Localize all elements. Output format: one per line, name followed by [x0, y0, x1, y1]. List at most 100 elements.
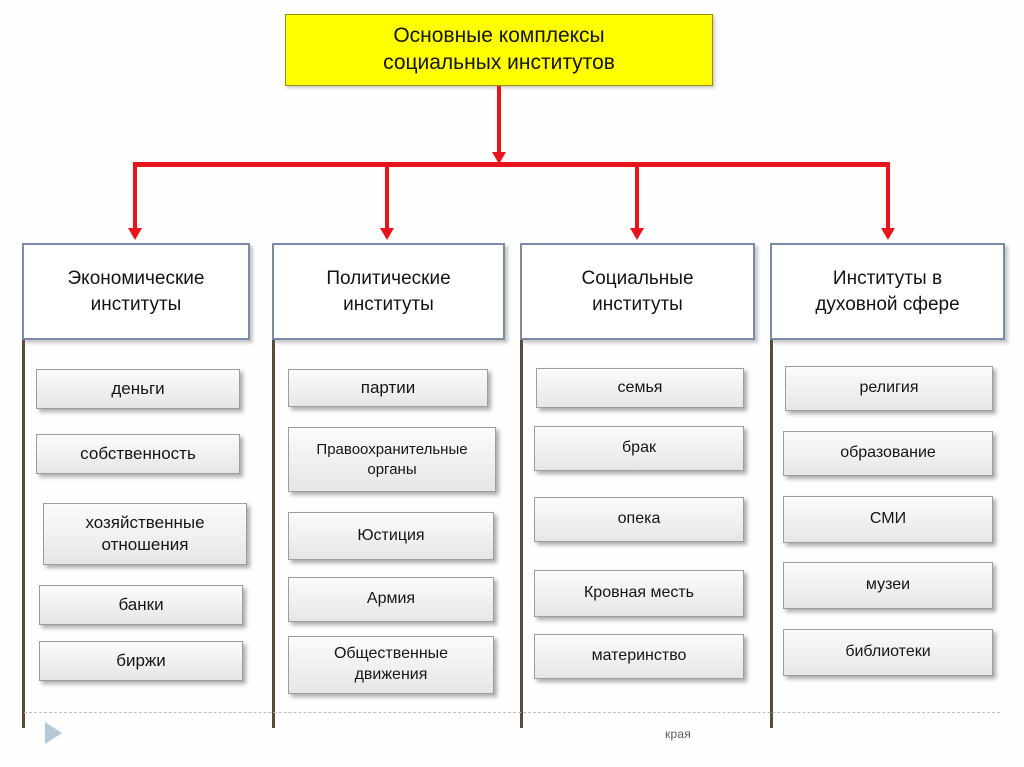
footer-divider	[24, 712, 1000, 713]
item-chip-line-1: СМИ	[869, 510, 907, 528]
column-spine-economic	[22, 340, 25, 728]
item-chip-text: СМИ	[870, 509, 906, 530]
item-chip-line-1: собственность	[80, 443, 196, 463]
item-chip-line-1: брак	[622, 439, 656, 457]
item-chip-text: образование	[840, 443, 936, 464]
item-chip[interactable]: биржи	[39, 641, 243, 681]
connector-branch-arrowhead-2	[380, 228, 394, 240]
item-chip-text: партии	[361, 377, 416, 399]
item-chip-text: Кровная месть	[584, 583, 694, 604]
play-triangle-icon[interactable]	[45, 722, 62, 744]
item-chip-line-1: хозяйственные	[85, 512, 205, 532]
item-chip-text: материнство	[592, 646, 687, 667]
item-chip[interactable]: Армия	[288, 577, 494, 622]
diagram-title-box: Основные комплексы социальных институтов	[285, 14, 713, 86]
column-header-economic-text: Экономические институты	[68, 266, 205, 317]
item-chip-text: семья	[618, 378, 663, 399]
item-chip-line-1: партии	[360, 377, 416, 397]
connector-trunk-line	[497, 86, 501, 158]
item-chip-line-2: отношения	[101, 535, 189, 554]
column-header-political-line-1: Политические	[326, 267, 451, 289]
item-chip-line-1: Общественные	[333, 645, 449, 663]
connector-horizontal-bus	[133, 162, 890, 167]
column-header-spiritual-line-2: духовной сфере	[815, 293, 960, 315]
column-header-spiritual-text: Институты в духовной сфере	[815, 266, 959, 317]
item-chip-text: Общественные движения	[334, 644, 448, 686]
item-chip-line-1: Правоохранительные	[316, 441, 468, 458]
column-header-social[interactable]: Социальные институты	[520, 243, 755, 340]
item-chip-text: опека	[618, 509, 661, 530]
connector-branch-arrowhead-4	[881, 228, 895, 240]
column-spine-spiritual	[770, 340, 773, 728]
item-chip-text: деньги	[111, 378, 164, 400]
item-chip-line-2: органы	[367, 460, 417, 478]
item-chip[interactable]: банки	[39, 585, 243, 625]
connector-branch-line-1	[133, 162, 137, 232]
item-chip-line-1: деньги	[111, 378, 165, 398]
connector-branch-arrowhead-1	[128, 228, 142, 240]
item-chip[interactable]: семья	[536, 368, 744, 408]
item-chip-line-1: образование	[840, 444, 936, 462]
item-chip-text: религия	[860, 378, 919, 399]
item-chip[interactable]: Правоохранительные органы	[288, 427, 496, 492]
column-header-economic[interactable]: Экономические институты	[22, 243, 250, 340]
item-chip[interactable]: Кровная месть	[534, 570, 744, 617]
item-chip-text: хозяйственные отношения	[85, 512, 204, 556]
item-chip[interactable]: музеи	[783, 562, 993, 609]
column-header-social-text: Социальные институты	[581, 266, 693, 317]
connector-branch-arrowhead-3	[630, 228, 644, 240]
item-chip[interactable]: Юстиция	[288, 512, 494, 560]
item-chip-line-1: опека	[617, 510, 661, 528]
connector-branch-line-2	[385, 162, 389, 232]
connector-trunk-arrowhead	[492, 152, 506, 164]
item-chip-text: биржи	[116, 650, 166, 672]
column-spine-political	[272, 340, 275, 728]
item-chip-line-1: религия	[859, 379, 919, 397]
item-chip[interactable]: СМИ	[783, 496, 993, 543]
item-chip[interactable]: материнство	[534, 634, 744, 679]
item-chip[interactable]: библиотеки	[783, 629, 993, 676]
item-chip[interactable]: Общественные движения	[288, 636, 494, 694]
column-header-political-line-2: институты	[343, 293, 434, 315]
item-chip[interactable]: религия	[785, 366, 993, 411]
item-chip-line-1: материнство	[591, 647, 687, 665]
item-chip-text: музеи	[866, 575, 910, 596]
column-header-political[interactable]: Политические институты	[272, 243, 505, 340]
item-chip-text: банки	[118, 594, 163, 616]
connector-branch-line-4	[886, 162, 890, 232]
item-chip-line-2: движения	[354, 666, 428, 683]
item-chip[interactable]: деньги	[36, 369, 240, 409]
connector-branch-line-3	[635, 162, 639, 232]
item-chip[interactable]: собственность	[36, 434, 240, 474]
item-chip-line-1: семья	[617, 378, 663, 396]
column-header-social-line-1: Социальные	[581, 267, 694, 289]
column-header-economic-line-1: Экономические	[67, 267, 205, 289]
diagram-title-text: Основные комплексы социальных институтов	[383, 23, 615, 77]
item-chip-line-1: Кровная месть	[583, 584, 695, 602]
item-chip[interactable]: брак	[534, 426, 744, 471]
diagram-title-line-2: социальных институтов	[383, 51, 615, 74]
item-chip-text: брак	[622, 438, 656, 459]
item-chip-text: библиотеки	[845, 642, 930, 663]
item-chip-line-1: библиотеки	[845, 643, 931, 661]
item-chip[interactable]: опека	[534, 497, 744, 542]
item-chip[interactable]: образование	[783, 431, 993, 476]
item-chip-text: Правоохранительные органы	[316, 440, 467, 479]
column-header-spiritual[interactable]: Институты в духовной сфере	[770, 243, 1005, 340]
footer-note: края	[665, 727, 691, 741]
item-chip-line-1: банки	[118, 594, 164, 614]
item-chip-text: Юстиция	[357, 526, 424, 547]
column-header-social-line-2: институты	[592, 293, 683, 315]
column-spine-social	[520, 340, 523, 728]
item-chip-line-1: Юстиция	[357, 526, 425, 544]
item-chip-text: собственность	[80, 443, 196, 465]
item-chip[interactable]: партии	[288, 369, 488, 407]
item-chip-line-1: музеи	[865, 576, 911, 594]
item-chip-line-1: Армия	[366, 590, 416, 608]
column-header-political-text: Политические институты	[326, 266, 450, 317]
item-chip-line-1: биржи	[116, 650, 166, 670]
item-chip[interactable]: хозяйственные отношения	[43, 503, 247, 565]
diagram-title-line-1: Основные комплексы	[393, 24, 605, 48]
column-header-spiritual-line-1: Институты в	[832, 267, 943, 289]
